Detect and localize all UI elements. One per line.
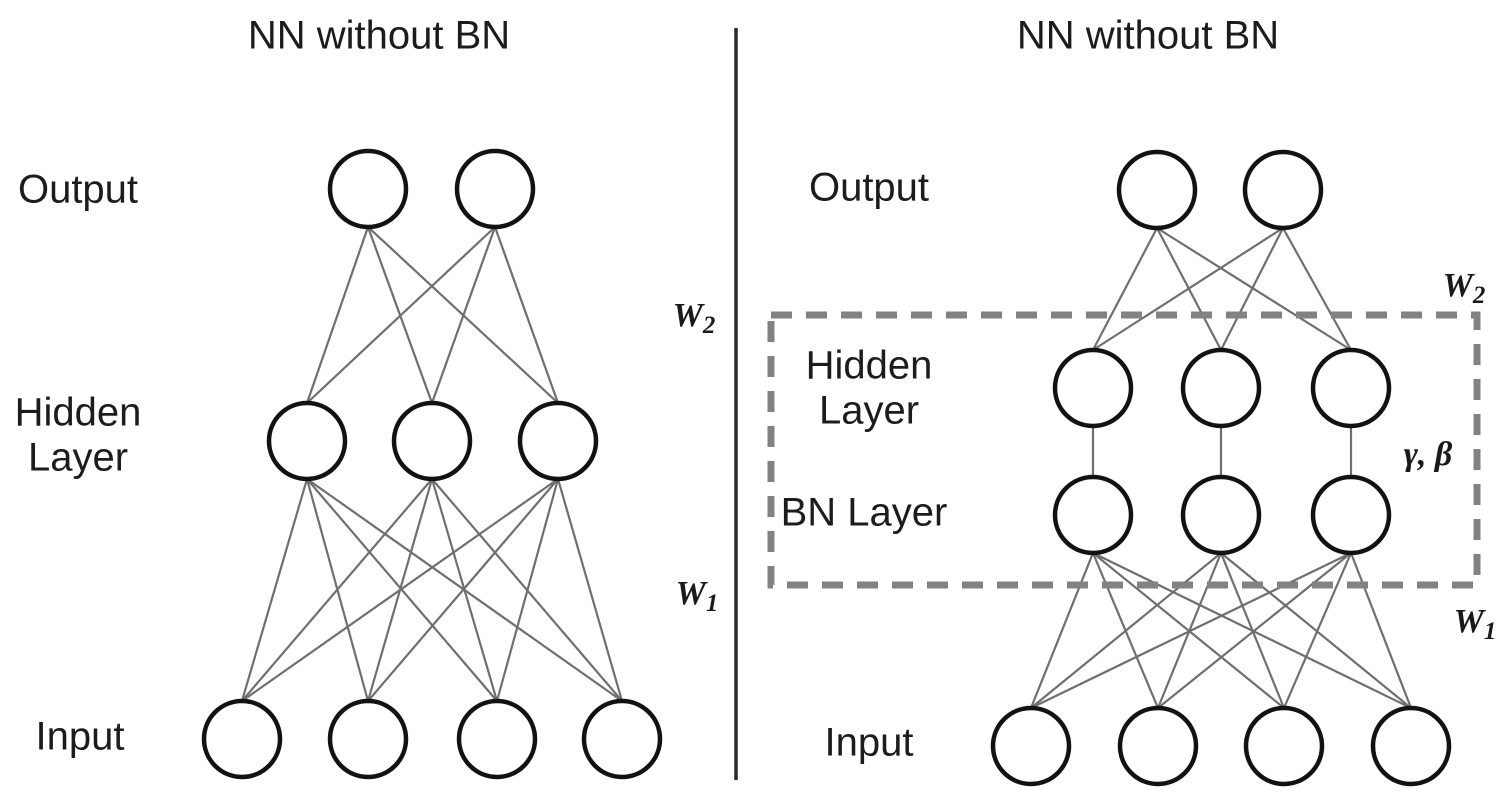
nn-edge-bn-input	[1219, 552, 1286, 709]
nn-edge-bn-input	[1030, 552, 1222, 709]
math-label-W1: W1	[676, 575, 719, 617]
nn-node-hidden	[1052, 347, 1134, 429]
nn-edge-output-hidden	[305, 226, 370, 404]
math-label-: γ, β	[1404, 436, 1453, 473]
nn-node-hidden	[266, 400, 348, 482]
layer-output-right	[1116, 149, 1324, 231]
math-label-W1: W1	[1454, 603, 1497, 645]
layer-label-hidden: Hidden	[806, 344, 933, 388]
nn-node-output	[1242, 149, 1324, 231]
layer-label-output: Output	[809, 166, 929, 210]
nn-node-bn	[1310, 474, 1392, 556]
nn-edge-hidden-input	[430, 478, 499, 702]
nn-edge-bn-input	[1157, 552, 1352, 709]
nn-edge-output-hidden	[1282, 227, 1352, 351]
nn-edge-hidden-input	[240, 478, 309, 702]
nn-node-input	[581, 698, 663, 780]
nn-edge-hidden-input	[367, 478, 559, 702]
nn-edge-bn-input	[1220, 552, 1412, 709]
nn-node-hidden	[517, 400, 599, 482]
nn-edge-hidden-input	[495, 478, 560, 702]
nn-node-output	[327, 148, 409, 230]
nn-edge-output-hidden	[1092, 227, 1284, 351]
nn-edge-output-hidden	[1092, 227, 1158, 351]
nn-edge-output-hidden	[1220, 227, 1284, 351]
nn-edge-output-hidden	[430, 226, 497, 404]
layer-label-hidden: Hidden	[15, 391, 142, 435]
nn-node-hidden	[1310, 347, 1392, 429]
layer-output-left	[327, 148, 536, 230]
nn-edge-hidden-input	[306, 478, 498, 702]
layer-input-left	[201, 698, 663, 780]
nn-node-input	[456, 698, 538, 780]
nn-node-input	[1117, 705, 1199, 787]
layer-bn-right	[1052, 474, 1392, 556]
layer-label-input: Input	[825, 721, 914, 765]
nn-node-hidden	[1180, 347, 1262, 429]
layer-label-input: Input	[36, 715, 125, 759]
nn-node-input	[1243, 705, 1325, 787]
nn-node-hidden	[391, 400, 473, 482]
layer-label-bn: BN Layer	[781, 491, 948, 535]
diagram-title: NN without BN	[1017, 14, 1279, 58]
layer-label-hidden: Layer	[819, 389, 919, 433]
bn-dashed-box	[767, 311, 1481, 589]
nn-edge-output-hidden	[493, 226, 560, 404]
math-label-W2: W2	[1443, 267, 1486, 309]
nn-edge-output-hidden	[1156, 227, 1352, 351]
diagram-title: NN without BN	[248, 14, 510, 58]
layer-label-output: Output	[18, 168, 138, 212]
nn-edge-bn-input	[1349, 552, 1413, 709]
nn-node-input	[201, 698, 283, 780]
nn-edge-bn-input	[1030, 552, 1352, 709]
edges-left	[240, 226, 624, 702]
nn-node-bn	[1052, 474, 1134, 556]
layer-input-right	[990, 705, 1452, 787]
edges-right	[1029, 227, 1413, 709]
nn-node-input	[327, 698, 409, 780]
nn-edge-output-hidden	[306, 226, 496, 404]
nn-node-input	[1370, 705, 1452, 787]
layer-label-hidden: Layer	[28, 436, 128, 480]
layer-hidden-right	[1052, 347, 1392, 429]
nn-node-output	[454, 148, 536, 230]
math-label-W2: W2	[673, 297, 716, 339]
nn-node-input	[990, 705, 1072, 787]
nn-edge-bn-input	[1029, 552, 1095, 709]
nn-node-bn	[1180, 474, 1262, 556]
nn-edge-hidden-input	[241, 478, 559, 702]
nn-edge-hidden-input	[556, 478, 624, 702]
nn-node-output	[1116, 149, 1198, 231]
nn-edge-hidden-input	[241, 478, 433, 702]
layer-hidden-left	[266, 400, 599, 482]
nn-edge-bn-input	[1282, 552, 1353, 709]
